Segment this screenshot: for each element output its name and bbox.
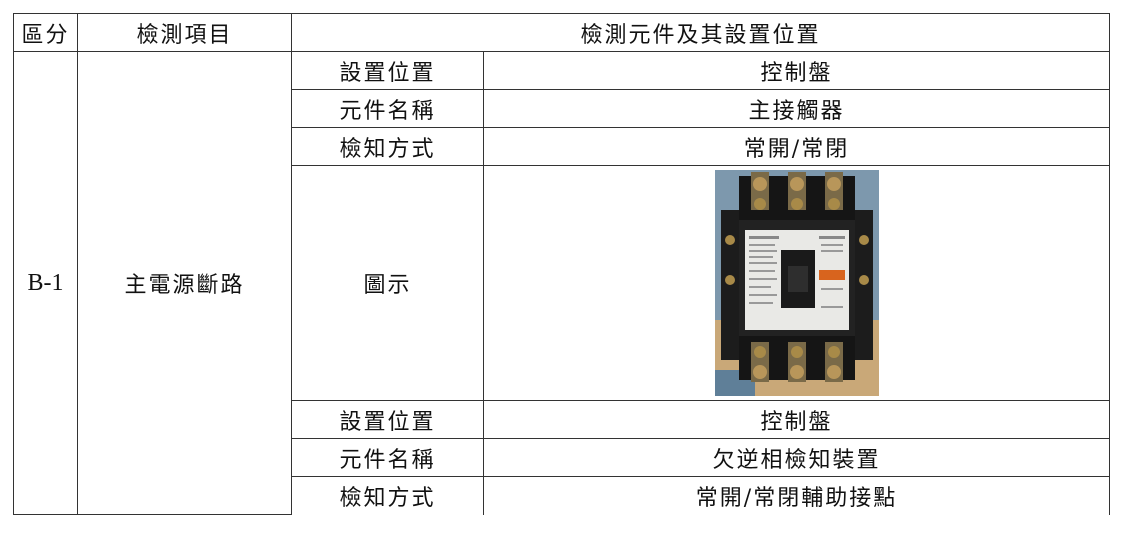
table-row: 元件名稱 欠逆相檢知裝置 xyxy=(14,438,1111,477)
header-item: 檢測項目 xyxy=(77,13,292,52)
row-value: 控制盤 xyxy=(482,51,1111,90)
row-label: 設置位置 xyxy=(291,400,484,439)
row-label: 檢知方式 xyxy=(291,476,484,515)
row-label: 圖示 xyxy=(291,165,484,401)
row-label: 元件名稱 xyxy=(291,438,484,477)
row-label: 元件名稱 xyxy=(291,89,484,128)
header-zone: 區分 xyxy=(13,13,78,52)
spec-table: 區分 檢測項目 檢測元件及其設置位置 B-1 主電源斷路 設置位置 控制盤 元件… xyxy=(13,13,1111,515)
row-value: 控制盤 xyxy=(482,400,1111,439)
row-value: 常開/常閉輔助接點 xyxy=(482,476,1111,515)
table-row: 圖示 xyxy=(14,165,1111,401)
table-row: 元件名稱 主接觸器 xyxy=(14,89,1111,128)
zone-cell: B-1 xyxy=(13,51,78,515)
row-value: 常開/常閉 xyxy=(482,127,1111,166)
table-row: 檢知方式 常開/常閉輔助接點 xyxy=(14,476,1111,515)
photo-cell xyxy=(482,165,1111,401)
contactor-photo xyxy=(714,170,879,396)
header-row: 區分 檢測項目 檢測元件及其設置位置 xyxy=(13,13,1111,52)
item-cell: 主電源斷路 xyxy=(77,51,292,515)
header-component: 檢測元件及其設置位置 xyxy=(290,13,1111,52)
table-row: B-1 主電源斷路 設置位置 控制盤 xyxy=(13,51,1111,515)
row-value: 欠逆相檢知裝置 xyxy=(482,438,1111,477)
table-row: 設置位置 控制盤 xyxy=(14,400,1111,439)
row-label: 設置位置 xyxy=(291,51,484,90)
row-value: 主接觸器 xyxy=(482,89,1111,128)
row-label: 檢知方式 xyxy=(291,127,484,166)
